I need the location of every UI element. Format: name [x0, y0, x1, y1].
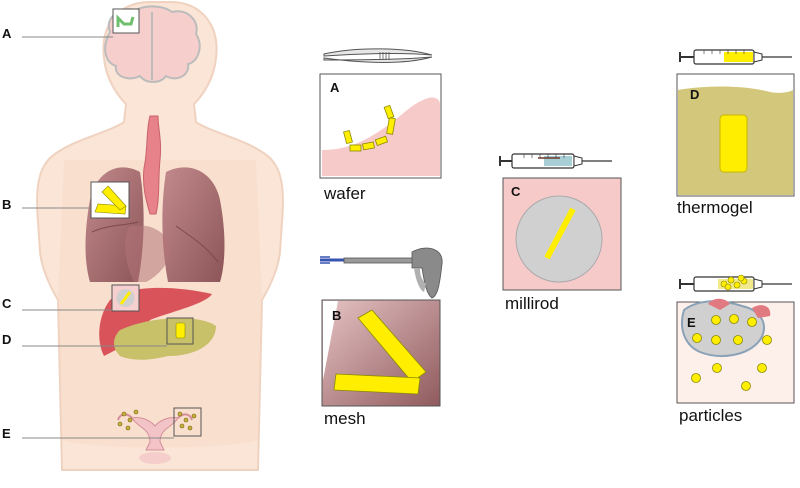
right-lung [162, 167, 225, 282]
panel-b-caption: mesh [324, 409, 366, 428]
applicator-gun-icon [320, 247, 443, 299]
callout-d [22, 317, 194, 347]
heart [125, 225, 171, 282]
panel-c [502, 177, 622, 291]
trachea [143, 115, 162, 215]
panel-b-letter: B [332, 308, 342, 323]
ovary-particles [117, 409, 197, 431]
panel-c-caption: millirod [505, 294, 559, 313]
panel-e [676, 298, 795, 404]
syringe-d [679, 49, 792, 65]
callout-e [22, 407, 202, 439]
millirod-implant [544, 207, 576, 260]
panel-e-letter: E [687, 315, 696, 330]
syringe-c [499, 153, 612, 169]
panel-a [319, 73, 442, 179]
body-label-a: A [2, 26, 12, 41]
panel-e-caption: particles [679, 406, 743, 425]
callout-c [22, 284, 140, 312]
panel-c-letter: C [511, 184, 521, 199]
panel-a-caption: wafer [324, 184, 366, 203]
panel-a-letter: A [330, 80, 340, 95]
particle-implants [691, 314, 772, 391]
panel-b [321, 299, 441, 407]
panel-d-letter: D [690, 87, 700, 102]
wafer-implant [343, 104, 396, 152]
syringe-e [679, 274, 792, 292]
body-label-d: D [2, 332, 12, 347]
panel-d-caption: thermogel [677, 198, 753, 217]
body-label-c: C [2, 296, 12, 311]
callout-a [22, 8, 140, 38]
panel-d [676, 73, 795, 197]
body-label-b: B [2, 197, 12, 212]
mesh-implant [333, 309, 427, 395]
forceps-icon [323, 48, 433, 63]
human-torso [36, 1, 284, 471]
body-label-e: E [2, 426, 11, 441]
uterus [131, 417, 179, 451]
thermogel-implant [719, 114, 748, 173]
callout-b [22, 181, 130, 219]
